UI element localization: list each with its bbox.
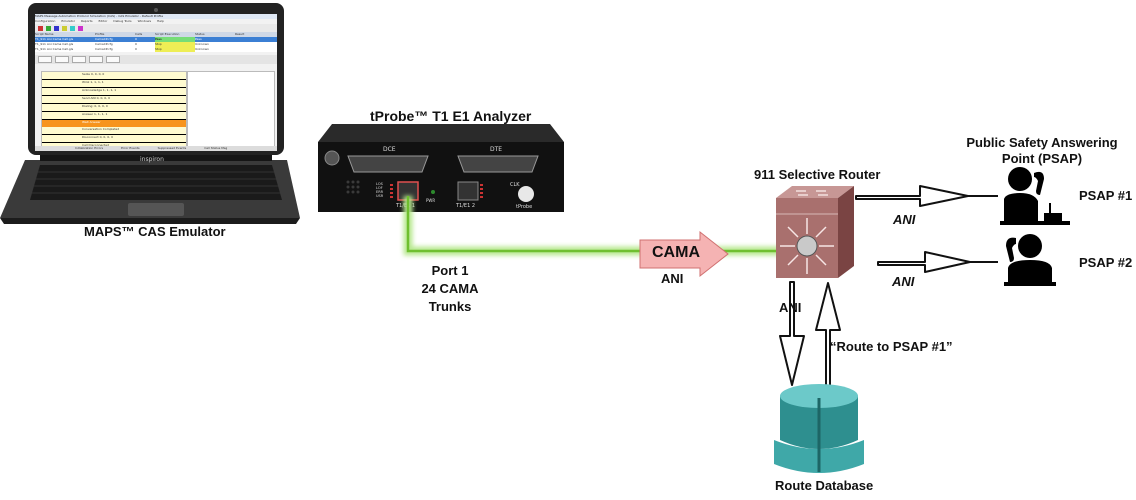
dce-label: DCE [383,146,396,153]
menu-item[interactable]: Debug Tools [113,19,132,23]
toolbar-icon[interactable] [70,25,75,31]
cama-arrow [639,230,729,278]
router-hub-icon [796,235,818,257]
status-bar: Initialization Errors Error Events Suppr… [35,146,277,151]
ladder-item[interactable]: Conversation Completed [42,127,186,135]
toolbar-icon[interactable] [46,25,51,31]
button-row [35,55,277,64]
brand-label: tProbe [516,204,533,210]
app-button[interactable] [38,56,52,63]
selective-router [776,186,856,281]
ladder-item[interactable]: Answer 1, 1, 1, 1 [42,112,186,120]
cama-trunk-line [403,196,790,256]
ani-arrow-database [779,281,805,386]
psap1-label: PSAP #1 [1079,188,1133,203]
analyzer-top [318,124,564,142]
table-header: Script Name Profile Calls Script Executi… [35,32,277,37]
app-toolbar [35,24,277,32]
psap2-operator-icon [1004,234,1056,286]
vent-icon [346,180,360,194]
route-response-label: “Route to PSAP #1” [830,339,953,354]
router-title: 911 Selective Router [754,167,881,182]
menu-item[interactable]: Windows [137,19,152,23]
ani-arrow-psap2 [877,251,971,273]
ladder-item[interactable]: Disconnect 0, 0, 0, 0 [42,135,186,143]
toolbar-icon[interactable] [78,25,83,31]
app-titlebar: MAPS Message Automation Protocol Simulat… [35,14,277,19]
router-top [776,186,854,198]
ani-psap1-label: ANI [893,212,916,227]
port-line: 24 CAMA [421,281,479,296]
dte-label: DTE [490,146,503,153]
app-menubar: Configuration Emulator Reports Editor De… [35,19,277,24]
ladder-item[interactable]: Dialing: 0, 0, 0, 0 [42,104,186,112]
route-response-arrow [815,282,841,387]
tprobe-logo-icon [518,186,534,202]
cama-ani-label: ANI [661,271,684,286]
webcam-icon [154,8,158,12]
ladder-item[interactable]: Acknowledge 1, 1, 1, 1 [42,88,186,96]
table-row[interactable]: T1_911 Ani Cama Call.gls CamaCP.cfg 0 St… [35,42,209,47]
ani-database-label: ANI [779,300,802,315]
app-button[interactable] [55,56,69,63]
port-line: Port 1 [431,263,469,278]
clk-label: CLK [510,182,520,188]
analyzer-title: tProbe™ T1 E1 Analyzer [370,108,532,124]
port2-rj48 [457,181,479,201]
database-caption: Route Database [775,478,874,493]
menu-item[interactable]: Configuration [35,19,56,23]
menu-item[interactable]: Reports [81,19,93,23]
toolbar-icon[interactable] [54,25,59,31]
cama-label: CAMA [652,244,700,261]
message-sequence-panel: Seize 0, 0, 0, 0 Wink 1, 1, 1, 1 Acknowl… [41,71,187,147]
details-panel [187,71,275,147]
router-side [838,186,854,278]
menu-item[interactable]: Emulator [61,19,75,23]
app-button[interactable] [89,56,103,63]
pwr-label: PWR [426,198,436,203]
connector-icon [324,150,340,166]
ladder-item[interactable]: Send ANI 0, 0, 0, 0 [42,96,186,104]
dce-port [347,155,429,173]
psap2-label: PSAP #2 [1079,255,1133,270]
menu-item[interactable]: Editor [98,19,108,23]
app-button[interactable] [72,56,86,63]
dte-port [457,155,539,173]
ladder-item[interactable]: Wait Answer [42,120,186,127]
route-database [774,378,864,478]
ani-arrow-psap1 [855,185,969,207]
toolbar-icon[interactable] [38,25,43,31]
laptop-screen: MAPS Message Automation Protocol Simulat… [35,14,277,151]
ladder-item[interactable]: Seize 0, 0, 0, 0 [42,72,186,80]
laptop: inspiron MAPS Message Automation Protoco… [0,0,300,225]
laptop-touchpad [128,203,184,216]
laptop-brand: inspiron [140,156,164,163]
port-info: Port 1 24 CAMA Trunks [410,262,490,316]
ladder-item[interactable]: Call Disconnected [82,143,109,147]
ladder-item[interactable]: Wink 1, 1, 1, 1 [42,80,186,88]
table-row[interactable]: T1_911 Ani Cama Call.gls CamaCP.cfg 0 Pa… [35,37,277,42]
psap1-operator-icon [1000,167,1070,225]
app-button[interactable] [106,56,120,63]
psap-heading: Public Safety Answering Point (PSAP) [957,135,1127,167]
psap-heading-line2: Point (PSAP) [1001,151,1083,166]
port2-label: T1/E1 2 [456,203,476,209]
script-table: Script Name Profile Calls Script Executi… [35,32,277,52]
toolbar-icon[interactable] [62,25,67,31]
port-line: Trunks [428,299,472,314]
ani-psap2-label: ANI [892,274,915,289]
laptop-keyboard [30,165,282,200]
table-row[interactable]: T1_911 Ani Cama Call.gls CamaCP.cfg 0 St… [35,47,209,52]
database-top [780,384,858,408]
pwr-led [431,190,435,194]
menu-item[interactable]: Help [157,19,164,23]
laptop-caption: MAPS™ CAS Emulator [84,224,226,239]
psap-heading-line1: Public Safety Answering [966,135,1118,150]
